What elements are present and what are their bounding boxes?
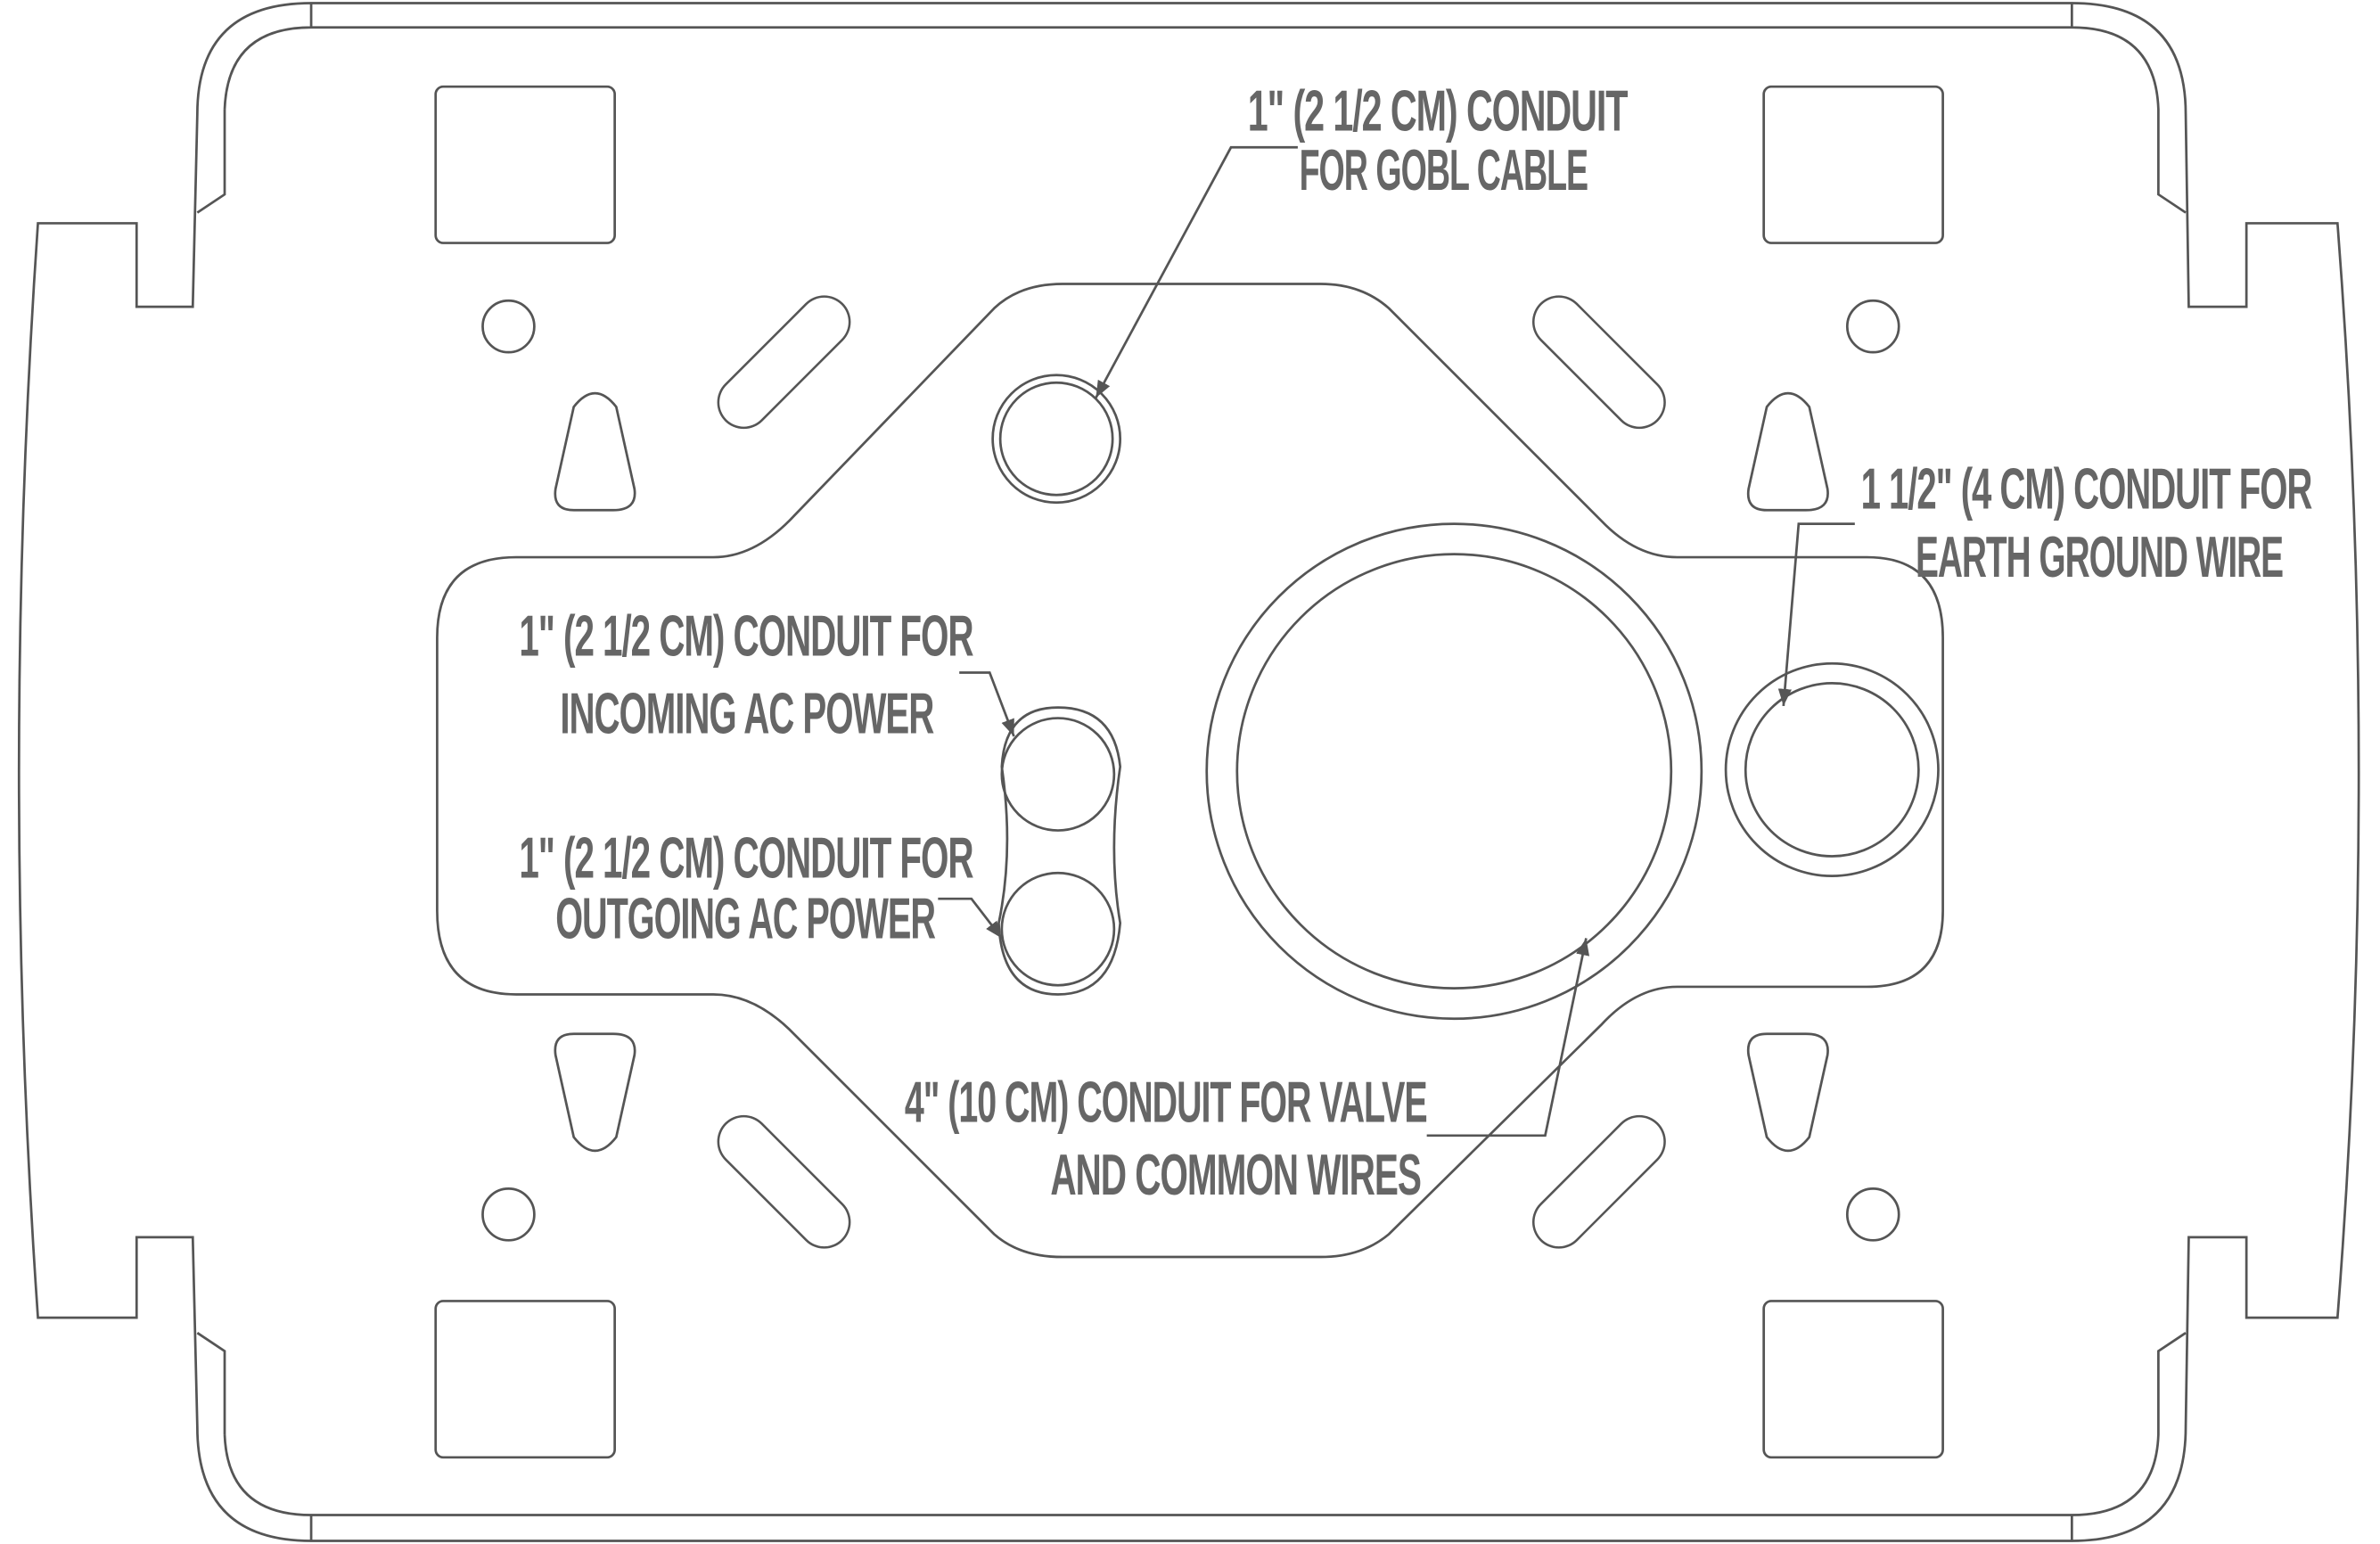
ac-power-conduits — [997, 706, 1122, 996]
valve-conduit — [1205, 522, 1703, 1021]
valve-leader — [1426, 938, 1590, 1137]
corner-square-tl — [434, 85, 616, 244]
earth-label-line1: 1 1/2" (4 CM) CONDUIT FOR — [1861, 456, 2312, 522]
gobl-conduit — [991, 374, 1122, 505]
corner-square-tr — [1762, 85, 1944, 244]
plate-inner-rim-top — [196, 3, 2187, 214]
ac-out-label-line1: 1" (2 1/2 CM) CONDUIT FOR — [519, 825, 973, 890]
plate-outer-outline — [17, 2, 2360, 1542]
ac-in-label-line2: INCOMING AC POWER — [560, 681, 934, 746]
ac-in-label-line1: 1" (2 1/2 CM) CONDUIT FOR — [519, 604, 973, 669]
slot-tl — [717, 295, 851, 430]
valve-label-line2: AND COMMON WIRES — [1050, 1142, 1420, 1207]
keyhole-tr — [1746, 391, 1829, 512]
screw-hole-tr — [1845, 299, 1900, 354]
corner-square-br — [1762, 1300, 1944, 1459]
ac-out-leader — [938, 897, 1003, 940]
earth-leader — [1777, 522, 1855, 707]
slot-br — [1531, 1114, 1666, 1249]
gobl-label-line1: 1" (2 1/2 CM) CONDUIT — [1248, 78, 1628, 144]
ac-in-leader — [959, 671, 1015, 737]
plate-inner-rim-bottom — [196, 1332, 2187, 1541]
keyhole-bl — [554, 1032, 636, 1153]
slot-tr — [1531, 295, 1666, 430]
center-plate-outline — [436, 283, 1944, 1259]
gobl-label-line2: FOR GOBL CABLE — [1300, 137, 1588, 202]
keyhole-br — [1746, 1032, 1829, 1153]
keyhole-tl — [554, 391, 636, 512]
valve-label-line1: 4" (10 CM) CONDUIT FOR VALVE — [905, 1069, 1427, 1134]
earth-label-line2: EARTH GROUND WIRE — [1916, 524, 2283, 589]
screw-hole-br — [1845, 1187, 1900, 1242]
ac-out-label-line2: OUTGOING AC POWER — [555, 885, 935, 950]
screw-hole-bl — [481, 1187, 536, 1242]
earth-ground-conduit — [1724, 661, 1940, 878]
gobl-leader — [1095, 145, 1298, 398]
screw-hole-tl — [481, 299, 536, 354]
corner-square-bl — [434, 1300, 616, 1459]
slot-bl — [717, 1114, 851, 1249]
